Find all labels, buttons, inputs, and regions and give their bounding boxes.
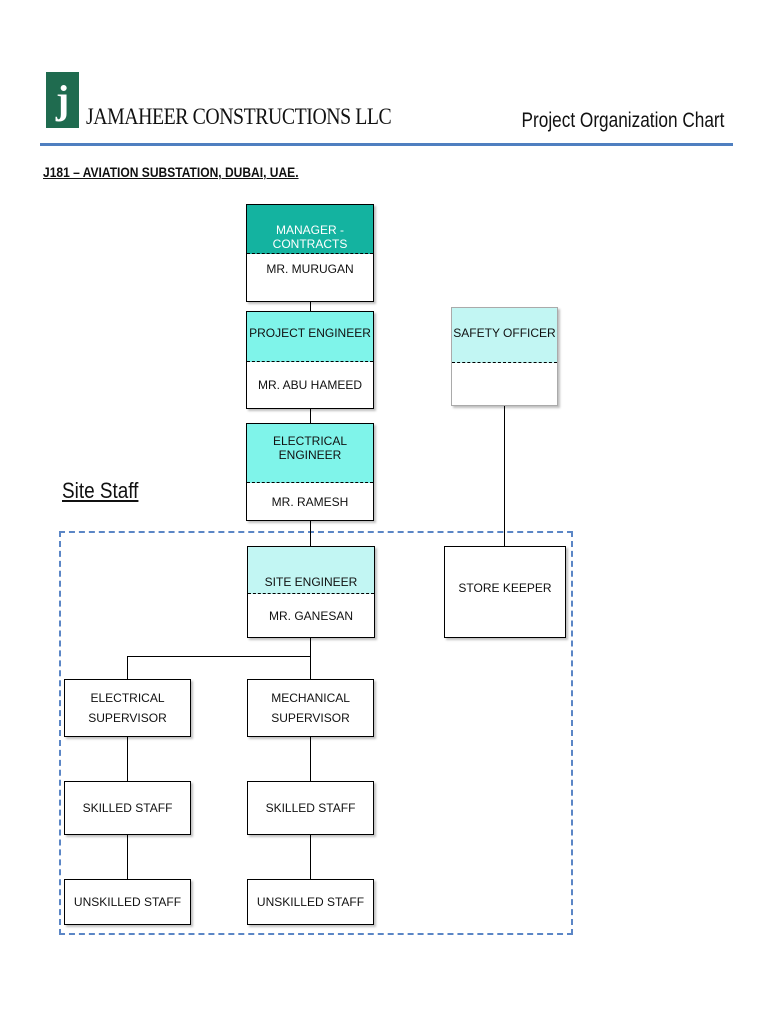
connector-site-branch bbox=[310, 638, 311, 679]
connector-skilled-unskilled-right bbox=[310, 835, 311, 879]
node-person: MR. GANESAN bbox=[268, 608, 353, 623]
node-electrical-engineer: ELECTRICAL ENGINEER MR. RAMESH bbox=[246, 423, 374, 521]
site-staff-label: Site Staff bbox=[62, 478, 139, 503]
company-logo: j bbox=[46, 72, 79, 128]
node-role: UNSKILLED STAFF bbox=[73, 894, 182, 909]
node-person: MR. RAMESH bbox=[271, 494, 349, 509]
connector-electrical-site bbox=[310, 521, 311, 546]
node-unskilled-staff-right: UNSKILLED STAFF bbox=[247, 879, 374, 925]
node-store-keeper: STORE KEEPER bbox=[444, 546, 566, 638]
project-title: J181 – AVIATION SUBSTATION, DUBAI, UAE. bbox=[43, 164, 299, 180]
connector-safety-store bbox=[504, 406, 505, 546]
node-role: ELECTRICAL ENGINEER bbox=[247, 424, 373, 483]
node-role: MANAGER - CONTRACTS bbox=[247, 205, 373, 254]
page-title: Project Organization Chart bbox=[521, 109, 724, 132]
connector-skilled-unskilled-left bbox=[127, 835, 128, 879]
node-safety-officer: SAFETY OFFICER bbox=[451, 307, 558, 406]
node-manager-contracts: MANAGER - CONTRACTS MR. MURUGAN bbox=[246, 204, 374, 302]
node-skilled-staff-left: SKILLED STAFF bbox=[64, 781, 191, 835]
connector-esup-skilled bbox=[127, 737, 128, 781]
node-person: MR. ABU HAMEED bbox=[257, 378, 362, 392]
connector-manager-project bbox=[310, 302, 311, 312]
header-divider bbox=[40, 143, 733, 146]
node-person bbox=[452, 363, 557, 405]
connector-branch-left bbox=[127, 656, 128, 679]
node-electrical-supervisor: ELECTRICAL SUPERVISOR bbox=[64, 679, 191, 737]
connector-project-electrical bbox=[310, 409, 311, 423]
node-person: MR. MURUGAN bbox=[266, 262, 354, 276]
node-mechanical-supervisor: MECHANICAL SUPERVISOR bbox=[247, 679, 374, 737]
node-site-engineer: SITE ENGINEER MR. GANESAN bbox=[247, 546, 375, 638]
node-role: MECHANICAL SUPERVISOR bbox=[271, 690, 350, 725]
node-role: ELECTRICAL SUPERVISOR bbox=[88, 690, 167, 725]
connector-msup-skilled bbox=[310, 737, 311, 781]
node-role: SKILLED STAFF bbox=[82, 800, 173, 815]
connector-branch-horizontal bbox=[127, 656, 311, 657]
node-role: UNSKILLED STAFF bbox=[256, 894, 365, 909]
company-name: JAMAHEER CONSTRUCTIONS LLC bbox=[86, 104, 392, 129]
site-staff-frame bbox=[59, 531, 573, 935]
node-role: SKILLED STAFF bbox=[265, 800, 356, 815]
node-unskilled-staff-left: UNSKILLED STAFF bbox=[64, 879, 191, 925]
node-project-engineer: PROJECT ENGINEER MR. ABU HAMEED bbox=[246, 311, 374, 409]
node-role: STORE KEEPER bbox=[458, 580, 552, 595]
node-role: SAFETY OFFICER bbox=[452, 308, 557, 363]
node-role: PROJECT ENGINEER bbox=[247, 312, 373, 362]
node-role: SITE ENGINEER bbox=[248, 547, 374, 594]
node-skilled-staff-right: SKILLED STAFF bbox=[247, 781, 374, 835]
